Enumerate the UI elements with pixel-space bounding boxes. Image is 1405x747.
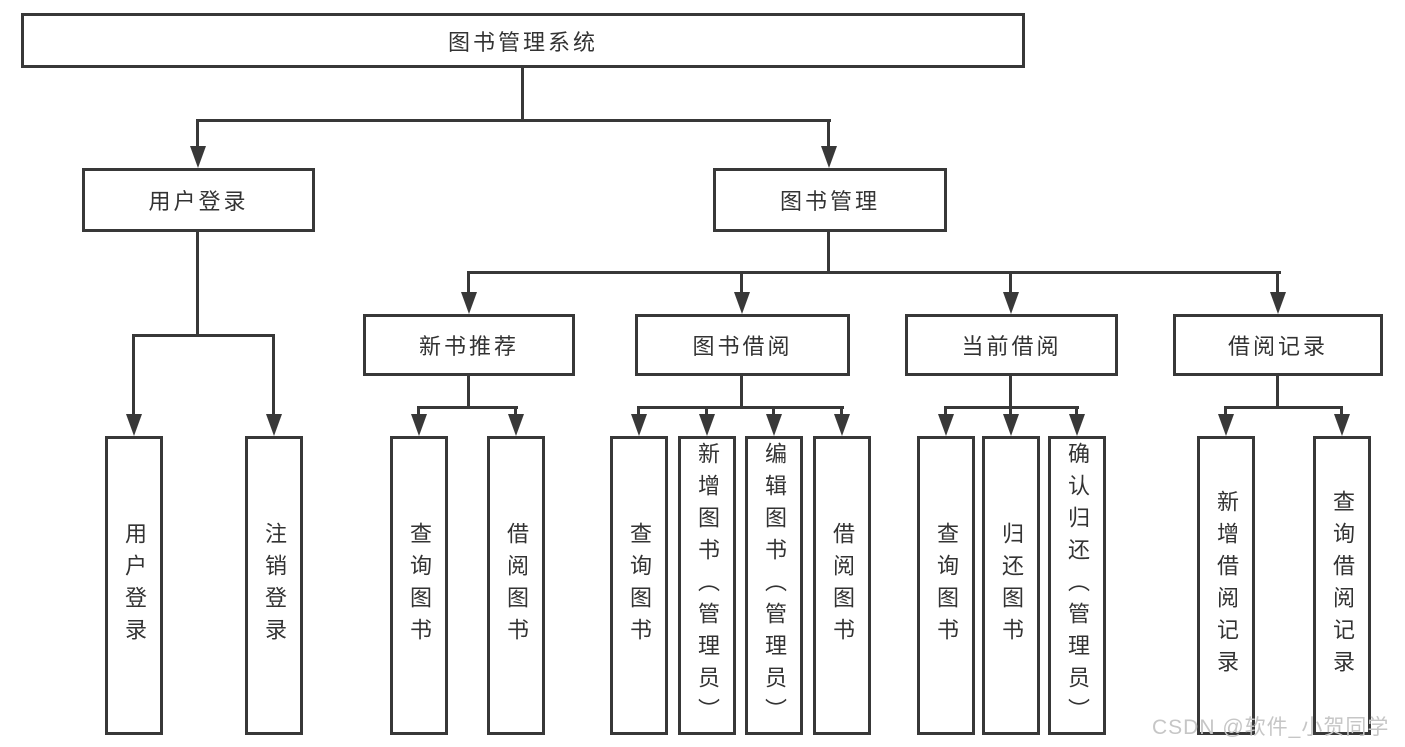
node-borrow-records-label: 借阅记录 [1227,334,1328,359]
leaf-query-books-current: 查询图书 [917,436,975,735]
connector-leaf-shaft [514,406,517,418]
arrowhead-down-icon [1270,292,1286,314]
arrowhead-down-icon [938,414,954,436]
node-book-management: 图书管理 [713,168,947,232]
connector-root-branch [196,119,831,122]
arrowhead-down-icon [461,292,477,314]
leaf-query-books-borrow: 查询图书 [610,436,668,735]
connector-current-drop [1009,376,1012,409]
connector-user-login-shaft [196,119,199,150]
leaf-query-books-borrow-label: 查询图书 [627,521,652,650]
leaf-add-books-admin: 新增图书（管理员） [678,436,736,735]
leaf-user-login-label: 用户登录 [122,521,147,650]
node-root: 图书管理系统 [21,13,1025,68]
arrowhead-down-icon [834,414,850,436]
leaf-add-borrow-record: 新增借阅记录 [1197,436,1255,735]
arrowhead-down-icon [190,146,206,168]
arrowhead-down-icon [1069,414,1085,436]
node-new-book-recommend: 新书推荐 [363,314,575,376]
leaf-confirm-return-admin: 确认归还（管理员） [1048,436,1106,735]
connector-leaf-shaft [1224,406,1227,418]
connector-leaf-shaft [944,406,947,418]
leaf-return-books: 归还图书 [982,436,1040,735]
leaf-add-borrow-record-label: 新增借阅记录 [1214,489,1239,682]
leaf-query-borrow-record-label: 查询借阅记录 [1330,489,1355,682]
connector-recommend-drop [467,376,470,409]
node-book-management-label: 图书管理 [779,189,880,214]
connector-book-mgmt-branch [467,271,1281,274]
arrowhead-down-icon [766,414,782,436]
leaf-borrow-books-recommend-label: 借阅图书 [504,521,529,650]
connector-borrow-drop [740,376,743,409]
arrowhead-down-icon [411,414,427,436]
connector-leaf-shaft [772,406,775,418]
arrowhead-down-icon [631,414,647,436]
node-borrow-records: 借阅记录 [1173,314,1383,376]
leaf-query-books-recommend: 查询图书 [390,436,448,735]
leaf-edit-books-admin: 编辑图书（管理员） [745,436,803,735]
connector-leaf-shaft [705,406,708,418]
connector-leaf-shaft [1340,406,1343,418]
connector-book-mgmt-drop [827,232,830,274]
arrowhead-down-icon [1003,414,1019,436]
node-user-login-label: 用户登录 [148,189,249,214]
connector-leaf-shaft [417,406,420,418]
arrowhead-down-icon [1334,414,1350,436]
connector-borrow-branch [637,406,844,409]
arrowhead-down-icon [699,414,715,436]
leaf-confirm-return-admin-label: 确认归还（管理员） [1065,441,1090,730]
connector-leaf-shaft [840,406,843,418]
connector-level2-shaft [467,271,470,296]
connector-level2-shaft [1276,271,1279,296]
node-current-borrow-label: 当前借阅 [961,334,1062,359]
connector-leaf-shaft [637,406,640,418]
leaf-query-books-current-label: 查询图书 [934,521,959,650]
connector-level2-shaft [1009,271,1012,296]
leaf-borrow-books-borrow: 借阅图书 [813,436,871,735]
leaf-borrow-books-recommend: 借阅图书 [487,436,545,735]
connector-records-drop [1276,376,1279,409]
leaf-return-books-label: 归还图书 [999,521,1024,650]
connector-leaf-shaft [272,334,275,418]
connector-leaf-shaft [1075,406,1078,418]
leaf-logout-label: 注销登录 [262,521,287,650]
arrowhead-down-icon [126,414,142,436]
arrowhead-down-icon [508,414,524,436]
arrowhead-down-icon [1003,292,1019,314]
leaf-borrow-books-borrow-label: 借阅图书 [830,521,855,650]
connector-recommend-branch [417,406,518,409]
connector-leaf-shaft [1009,406,1012,418]
connector-leaf-shaft [132,334,135,418]
connector-book-mgmt-shaft [827,119,830,150]
node-new-book-recommend-label: 新书推荐 [418,334,519,359]
watermark: CSDN @软件_小贺同学 [1152,716,1390,739]
leaf-query-borrow-record: 查询借阅记录 [1313,436,1371,735]
node-book-borrow: 图书借阅 [635,314,850,376]
leaf-query-books-recommend-label: 查询图书 [407,521,432,650]
leaf-user-login: 用户登录 [105,436,163,735]
connector-root-drop [521,68,524,122]
arrowhead-down-icon [1218,414,1234,436]
leaf-edit-books-admin-label: 编辑图书（管理员） [762,441,787,730]
connector-records-branch [1224,406,1343,409]
leaf-add-books-admin-label: 新增图书（管理员） [695,441,720,730]
arrowhead-down-icon [821,146,837,168]
node-book-borrow-label: 图书借阅 [692,334,793,359]
arrowhead-down-icon [734,292,750,314]
connector-user-login-drop [196,232,199,337]
connector-level2-shaft [740,271,743,296]
node-root-label: 图书管理系统 [447,29,598,55]
connector-user-login-branch [132,334,275,337]
node-user-login: 用户登录 [82,168,315,232]
node-current-borrow: 当前借阅 [905,314,1118,376]
leaf-logout: 注销登录 [245,436,303,735]
arrowhead-down-icon [266,414,282,436]
